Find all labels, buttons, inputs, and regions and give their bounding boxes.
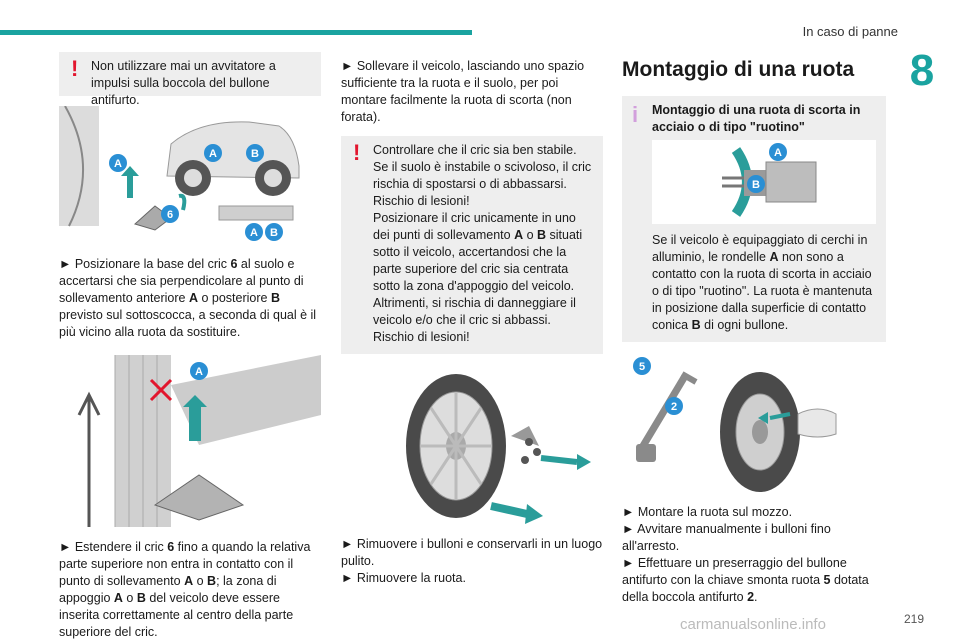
column-1: ! Non utilizzare mai un avvitatore a imp… — [59, 52, 321, 640]
wheel-mount-illustration: 5 2 — [622, 354, 886, 494]
figure-mount-wheel: 5 2 — [622, 354, 886, 494]
watermark: carmanualsonline.info — [680, 616, 826, 633]
section-title: Montaggio di una ruota — [622, 58, 855, 81]
page-number: 219 — [903, 612, 924, 626]
column-2: ► Sollevare il veicolo, lasciando uno sp… — [341, 52, 603, 587]
warning-box-1: ! Non utilizzare mai un avvitatore a imp… — [59, 52, 321, 107]
chapter-number: 8 — [909, 46, 935, 95]
step-mount-wheel: ► Montare la ruota sul mozzo. — [622, 505, 793, 519]
paragraph-remove-bolts: ► Rimuovere i bulloni e conservarli in u… — [341, 537, 603, 568]
info-title: Montaggio di una ruota di scorta in acci… — [652, 103, 861, 134]
column-3: Montaggio di una ruota i Montaggio di un… — [622, 52, 886, 606]
label-b-sill: B — [270, 227, 278, 239]
label-b-car: B — [251, 148, 259, 160]
bolt-illustration: A B — [652, 140, 876, 224]
figure-jack-extend: A — [59, 355, 321, 527]
step-pretighten: ► Effettuare un preserraggio del bullone… — [622, 556, 869, 604]
info-icon: i — [632, 102, 639, 127]
car-illustration: A A B 6 A B — [59, 106, 321, 246]
label-a: A — [195, 366, 203, 378]
label-b: B — [752, 179, 760, 191]
header-accent-bar — [0, 30, 472, 35]
label-5: 5 — [639, 361, 645, 373]
label-a: A — [114, 158, 122, 170]
paragraph-lift-vehicle: ► Sollevare il veicolo, lasciando uno sp… — [341, 59, 585, 124]
warning-icon: ! — [71, 56, 79, 81]
label-a-sill: A — [250, 227, 258, 239]
paragraph-position-jack: ► Posizionare la base del cric 6 al suol… — [59, 257, 317, 339]
figure-bolt: A B — [652, 140, 876, 224]
info-box: i Montaggio di una ruota di scorta in ac… — [622, 96, 886, 342]
warning-box-2: ! Controllare che il cric sia ben stabil… — [341, 136, 603, 354]
label-a-car: A — [209, 148, 217, 160]
figure-remove-bolts — [341, 366, 603, 526]
warning-text-2: Posizionare il cric unicamente in uno de… — [373, 211, 583, 344]
paragraph-extend-jack: ► Estendere il cric 6 fino a quando la r… — [59, 540, 311, 639]
jack-illustration: A — [59, 355, 321, 527]
header-title: In caso di panne — [802, 24, 898, 39]
label-6: 6 — [167, 209, 173, 221]
warning-text: Non utilizzare mai un avvitatore a impul… — [91, 59, 276, 107]
paragraph-remove-wheel: ► Rimuovere la ruota. — [341, 571, 466, 585]
label-a: A — [774, 147, 782, 159]
info-text: Se il veicolo è equipaggiato di cerchi i… — [652, 233, 873, 332]
warning-icon: ! — [353, 140, 361, 165]
wheel-illustration — [341, 366, 603, 526]
warning-text-1: Controllare che il cric sia ben stabile.… — [373, 143, 592, 208]
label-2: 2 — [671, 401, 677, 413]
figure-jack-points: A A B 6 A B — [59, 106, 321, 246]
step-screw-bolts: ► Avvitare manualmente i bulloni fino al… — [622, 522, 831, 553]
